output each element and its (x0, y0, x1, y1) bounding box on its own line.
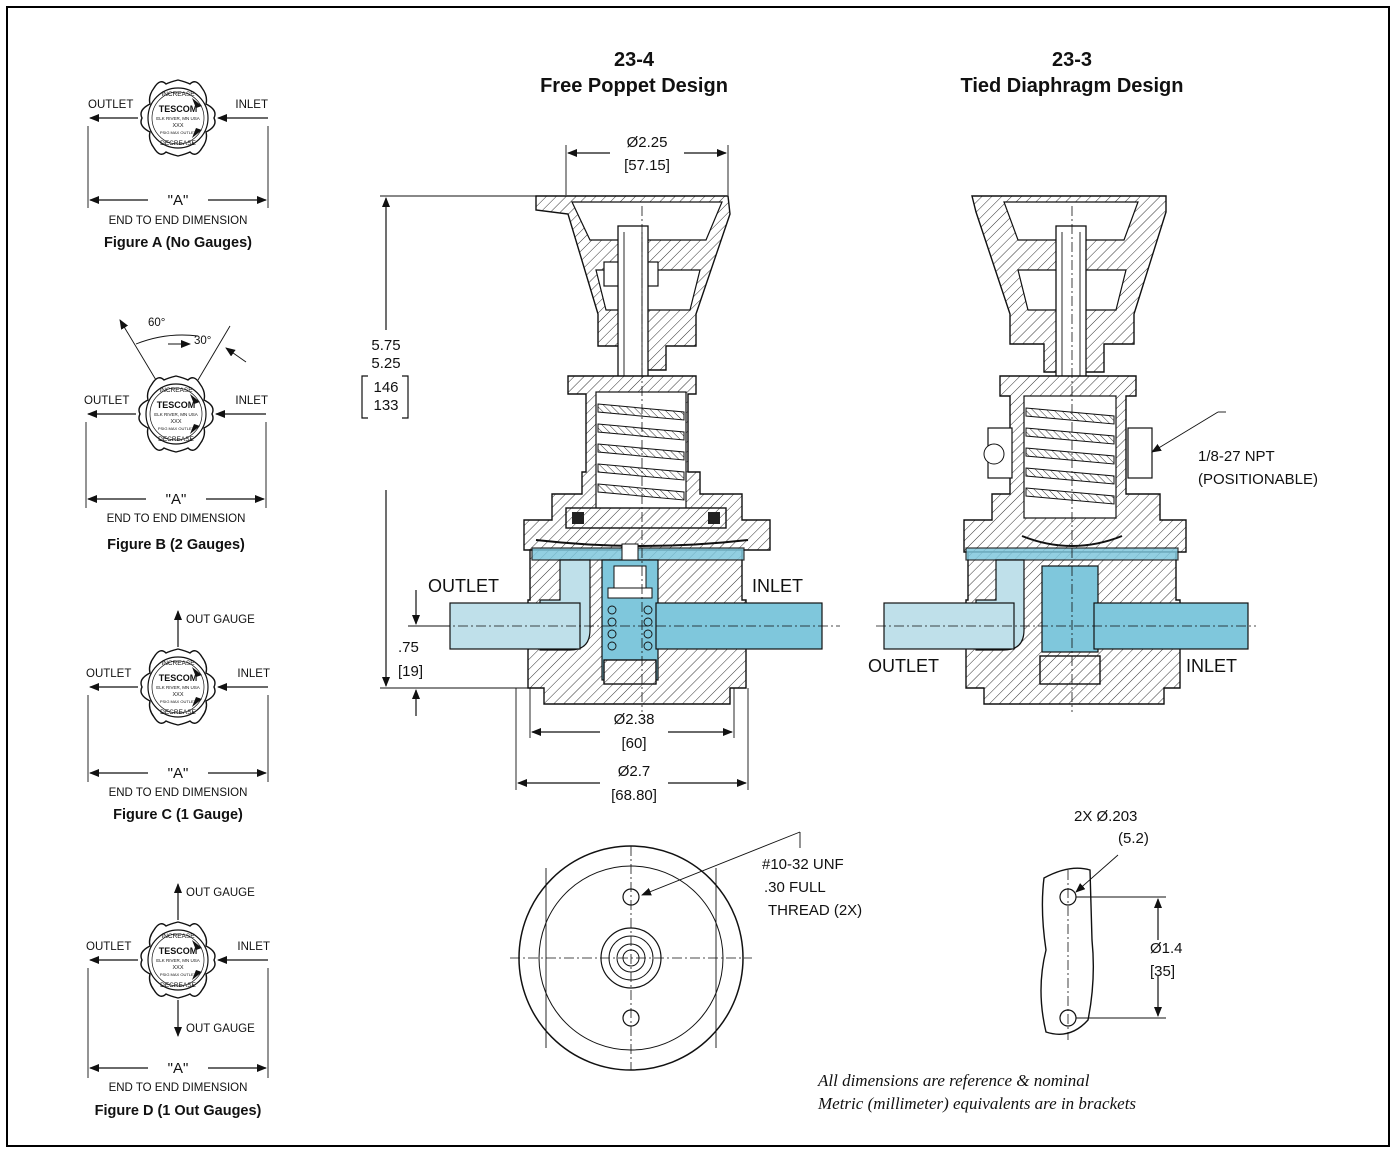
dim-a: "A" (166, 491, 187, 508)
out-gauge-label: OUT GAUGE (186, 614, 255, 626)
knob-small: PSIG MAX OUTLET (160, 972, 197, 977)
outlet-label: OUTLET (86, 668, 131, 680)
knob-decrease: DECREASE (160, 140, 196, 147)
figure-d: INCREASE TESCOM ELK RIVER, MN USA XXX PS… (86, 883, 270, 1119)
knob-increase: INCREASE (159, 387, 193, 394)
knob-brand: TESCOM (159, 673, 198, 683)
inlet-label: INLET (237, 668, 270, 680)
knob-model: XXX (172, 965, 183, 971)
thread-2: .30 FULL (764, 879, 826, 896)
inlet-label: INLET (235, 395, 268, 407)
dia-mid-mm: [60] (621, 735, 646, 752)
regulator-23-4-bottom-view: #10-32 UNF .30 FULL THREAD (2X) (510, 831, 862, 1071)
out-gauge-top-label: OUT GAUGE (186, 887, 255, 899)
note-1: All dimensions are reference & nominal (817, 1071, 1090, 1090)
knob-city: ELK RIVER, MN USA (156, 685, 200, 690)
angle-60: 60° (148, 317, 165, 329)
knob-decrease: DECREASE (160, 709, 196, 716)
thread-3: THREAD (2X) (768, 902, 862, 919)
note-2: Metric (millimeter) equivalents are in b… (817, 1094, 1136, 1113)
port-height: .75 (398, 639, 419, 656)
regulator-23-3-bracket-view: Ø1.4 [35] 2X Ø.203 (5.2) (1040, 808, 1183, 1040)
knob-city: ELK RIVER, MN USA (156, 958, 200, 963)
dia-mid: Ø2.38 (614, 711, 655, 728)
figure-caption: Figure C (1 Gauge) (113, 807, 243, 823)
dim-a: "A" (168, 765, 189, 782)
drawing-frame (6, 6, 1390, 1147)
knob-small: PSIG MAX OUTLET (158, 426, 195, 431)
knob-brand: TESCOM (159, 104, 198, 114)
design-23-4-number: 23-4 (614, 49, 655, 71)
knob-city: ELK RIVER, MN USA (154, 412, 198, 417)
knob-decrease: DECREASE (160, 982, 196, 989)
knob-city: ELK RIVER, MN USA (156, 116, 200, 121)
figure-caption: Figure B (2 Gauges) (107, 537, 245, 553)
spacing: Ø1.4 (1150, 940, 1183, 957)
design-23-4-title: Free Poppet Design (540, 75, 728, 97)
height-2: 5.25 (371, 355, 400, 372)
knob-small: PSIG MAX OUTLET (160, 699, 197, 704)
dia-top: Ø2.25 (627, 134, 668, 151)
figure-b: INCREASE TESCOM ELK RIVER, MN USA XXX PS… (84, 317, 268, 553)
knob-increase: INCREASE (161, 933, 195, 940)
regulator-23-3-section: 1/8-27 NPT (POSITIONABLE) OUTLET INLET (868, 195, 1318, 712)
knob-small: PSIG MAX OUTLET (160, 130, 197, 135)
out-gauge-bottom-label: OUT GAUGE (186, 1023, 255, 1035)
outlet-23-4: OUTLET (428, 576, 499, 596)
height-1: 5.75 (371, 337, 400, 354)
dim-a: "A" (168, 1060, 189, 1077)
inlet-label: INLET (237, 941, 270, 953)
knob-increase: INCREASE (161, 660, 195, 667)
dia-top-mm: [57.15] (624, 157, 670, 174)
design-23-3-number: 23-3 (1052, 49, 1092, 71)
knob-brand: TESCOM (159, 946, 198, 956)
regulator-23-4-section: Ø2.25 [57.15] (361, 134, 840, 804)
figure-caption: Figure A (No Gauges) (104, 235, 252, 251)
hole: 2X Ø.203 (1074, 808, 1137, 825)
figure-c: INCREASE TESCOM ELK RIVER, MN USA XXX PS… (86, 610, 270, 823)
inlet-23-3: INLET (1186, 656, 1237, 676)
knob-model: XXX (172, 123, 183, 129)
figure-caption: Figure D (1 Out Gauges) (95, 1103, 262, 1119)
height-mm-2: 133 (373, 397, 398, 414)
outlet-label: OUTLET (86, 941, 131, 953)
dim-text: END TO END DIMENSION (109, 215, 248, 227)
dim-text: END TO END DIMENSION (109, 1082, 248, 1094)
port-height-mm: [19] (398, 663, 423, 680)
figure-a: INCREASE TESCOM ELK RIVER, MN USA XXX PS… (87, 79, 269, 251)
dia-bot-mm: [68.80] (611, 787, 657, 804)
thread-1: #10-32 UNF (762, 856, 844, 873)
inlet-label: INLET (235, 99, 268, 111)
design-23-3-title: Tied Diaphragm Design (960, 75, 1183, 97)
outlet-label: OUTLET (84, 395, 129, 407)
knob-decrease: DECREASE (158, 436, 194, 443)
dim-text: END TO END DIMENSION (107, 513, 246, 525)
knob-model: XXX (170, 419, 181, 425)
knob-brand: TESCOM (157, 400, 196, 410)
dia-bot: Ø2.7 (618, 763, 651, 780)
outlet-23-3: OUTLET (868, 656, 939, 676)
angle-30: 30° (194, 335, 211, 347)
knob-increase: INCREASE (161, 91, 195, 98)
npt-2: (POSITIONABLE) (1198, 471, 1318, 488)
hole-mm: (5.2) (1118, 830, 1149, 847)
height-mm-1: 146 (373, 379, 398, 396)
outlet-label: OUTLET (88, 99, 133, 111)
npt-1: 1/8-27 NPT (1198, 448, 1275, 465)
inlet-23-4: INLET (752, 576, 803, 596)
spacing-mm: [35] (1150, 963, 1175, 980)
knob-model: XXX (172, 692, 183, 698)
dim-text: END TO END DIMENSION (109, 787, 248, 799)
dim-a: "A" (168, 192, 189, 209)
